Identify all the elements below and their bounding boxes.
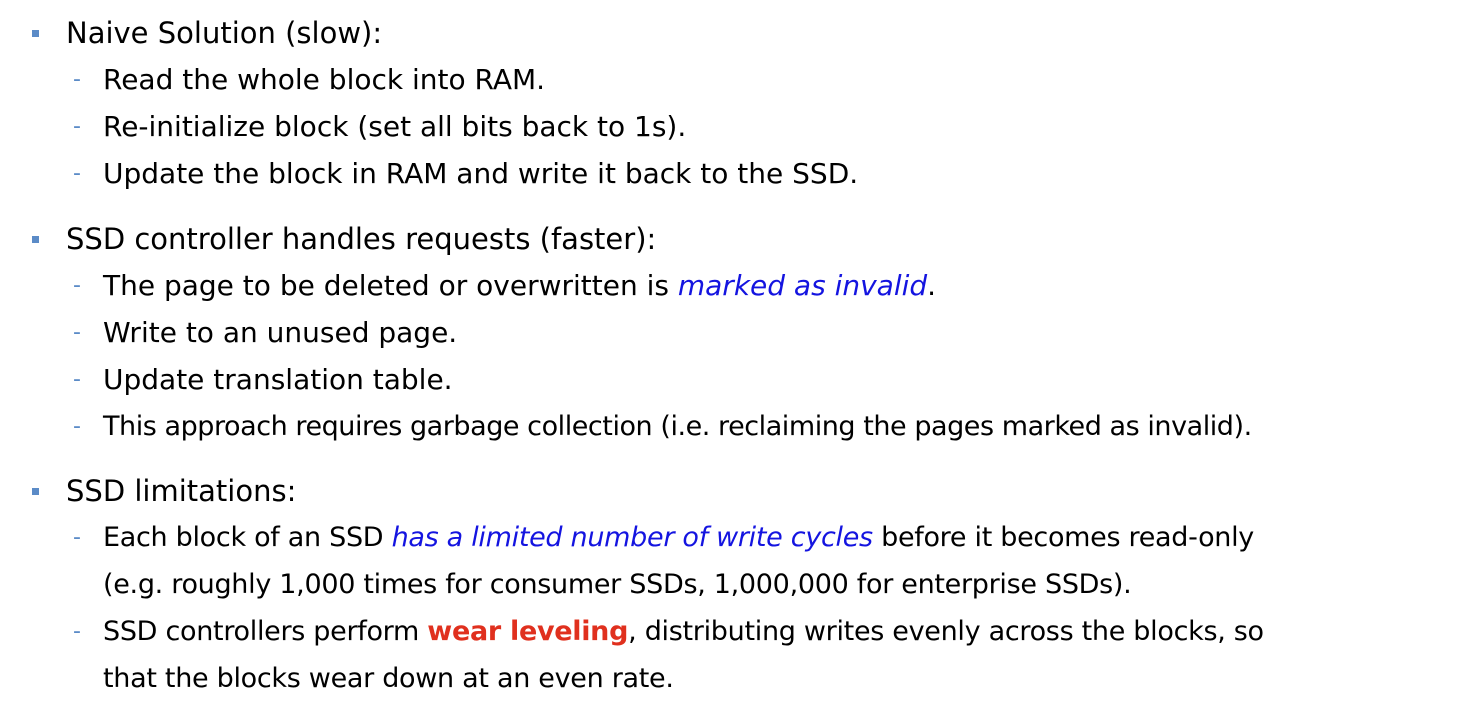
dash-bullet-icon: - [73, 114, 81, 139]
sub-bullet-text: Update the block in RAM and write it bac… [103, 157, 859, 190]
sub-bullet-text: Read the whole block into RAM. [103, 63, 546, 96]
dash-bullet-icon: - [73, 367, 81, 392]
heading-text: SSD controller handles requests (faster)… [66, 222, 657, 256]
bullet-heading: SSD controller handles requests (faster)… [0, 216, 1252, 262]
sub-bullet: - Each block of an SSD has a limited num… [0, 514, 1264, 608]
dash-bullet-icon: - [73, 619, 81, 644]
section-ssd-controller: SSD controller handles requests (faster)… [0, 216, 1252, 450]
sub-bullet-text: The page to be deleted or overwritten is [103, 269, 678, 302]
sub-bullet: - The page to be deleted or overwritten … [0, 262, 1252, 309]
sub-bullet-text-end: , distributing writes evenly across the … [628, 616, 1264, 647]
dash-bullet-icon: - [73, 273, 81, 298]
sub-bullet: - Update the block in RAM and write it b… [0, 150, 858, 197]
dash-bullet-icon: - [73, 67, 81, 92]
sub-bullet: - This approach requires garbage collect… [0, 403, 1252, 450]
sub-bullet-continuation: (e.g. roughly 1,000 times for consumer S… [103, 569, 1132, 600]
sub-bullet-continuation: that the blocks wear down at an even rat… [103, 663, 674, 694]
sub-bullet-text: Write to an unused page. [103, 316, 458, 349]
sub-bullet-text-end: . [927, 269, 937, 302]
dash-bullet-icon: - [73, 525, 81, 550]
emphasis-marked-invalid: marked as invalid [677, 269, 928, 302]
sub-bullet-text: SSD controllers perform [103, 616, 428, 647]
square-bullet-icon [32, 30, 39, 37]
sub-bullet: - Write to an unused page. [0, 309, 1252, 356]
dash-bullet-icon: - [73, 320, 81, 345]
sub-bullet-text-end: before it becomes read-only [872, 522, 1254, 553]
sub-bullet-text: Re-initialize block (set all bits back t… [103, 110, 687, 143]
section-ssd-limitations: SSD limitations: - Each block of an SSD … [0, 468, 1264, 702]
heading-text: Naive Solution (slow): [66, 16, 383, 50]
sub-bullet-text: Update translation table. [103, 363, 453, 396]
bullet-heading: SSD limitations: [0, 468, 1264, 514]
emphasis-wear-leveling: wear leveling [427, 616, 629, 647]
square-bullet-icon [32, 236, 39, 243]
heading-text: SSD limitations: [66, 474, 297, 508]
section-naive-solution: Naive Solution (slow): - Read the whole … [0, 10, 858, 197]
sub-bullet: - Read the whole block into RAM. [0, 56, 858, 103]
sub-bullet-text: This approach requires garbage collectio… [103, 411, 1252, 442]
bullet-heading: Naive Solution (slow): [0, 10, 858, 56]
sub-bullet: - Re-initialize block (set all bits back… [0, 103, 858, 150]
sub-bullet: - Update translation table. [0, 356, 1252, 403]
dash-bullet-icon: - [73, 414, 81, 439]
sub-bullet-text: Each block of an SSD [103, 522, 392, 553]
emphasis-limited-write-cycles: has a limited number of write cycles [391, 522, 874, 553]
sub-bullet: - SSD controllers perform wear leveling,… [0, 608, 1264, 702]
square-bullet-icon [32, 488, 39, 495]
dash-bullet-icon: - [73, 161, 81, 186]
